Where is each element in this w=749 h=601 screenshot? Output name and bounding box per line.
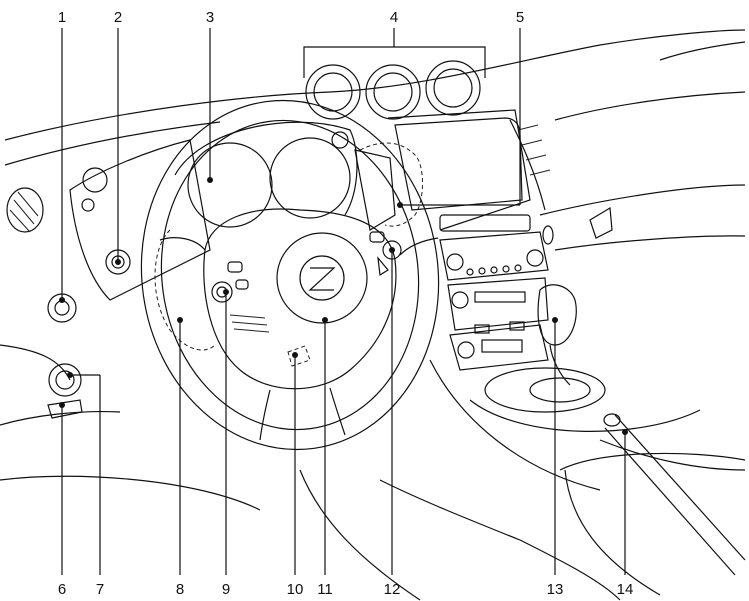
callout-1: 1 (58, 9, 66, 26)
steering-wheel (140, 99, 440, 451)
callout-10: 10 (287, 581, 304, 598)
callout-7: 7 (96, 581, 104, 598)
callout-5: 5 (516, 9, 524, 26)
callout-bracket-4 (303, 28, 486, 78)
shift-lever (429, 284, 746, 576)
callout-9: 9 (222, 581, 230, 598)
center-console (387, 109, 554, 371)
callout-3: 3 (206, 9, 214, 26)
callout-8: 8 (176, 581, 184, 598)
leader-dots (59, 177, 628, 435)
leader-lines (61, 28, 626, 575)
callout-11: 11 (317, 581, 333, 598)
callout-6: 6 (58, 581, 66, 598)
callout-14: 14 (617, 581, 634, 598)
callout-4: 4 (390, 9, 398, 26)
callout-13: 13 (547, 581, 564, 598)
meter-cluster (174, 121, 396, 231)
callout-12: 12 (384, 581, 401, 598)
seats (0, 452, 746, 601)
callout-2: 2 (114, 9, 122, 26)
dashboard-outline (0, 29, 746, 426)
callout-labels: 1 2 3 4 5 6 7 8 9 10 11 12 13 14 (58, 9, 634, 598)
gauge-pods (305, 60, 481, 120)
